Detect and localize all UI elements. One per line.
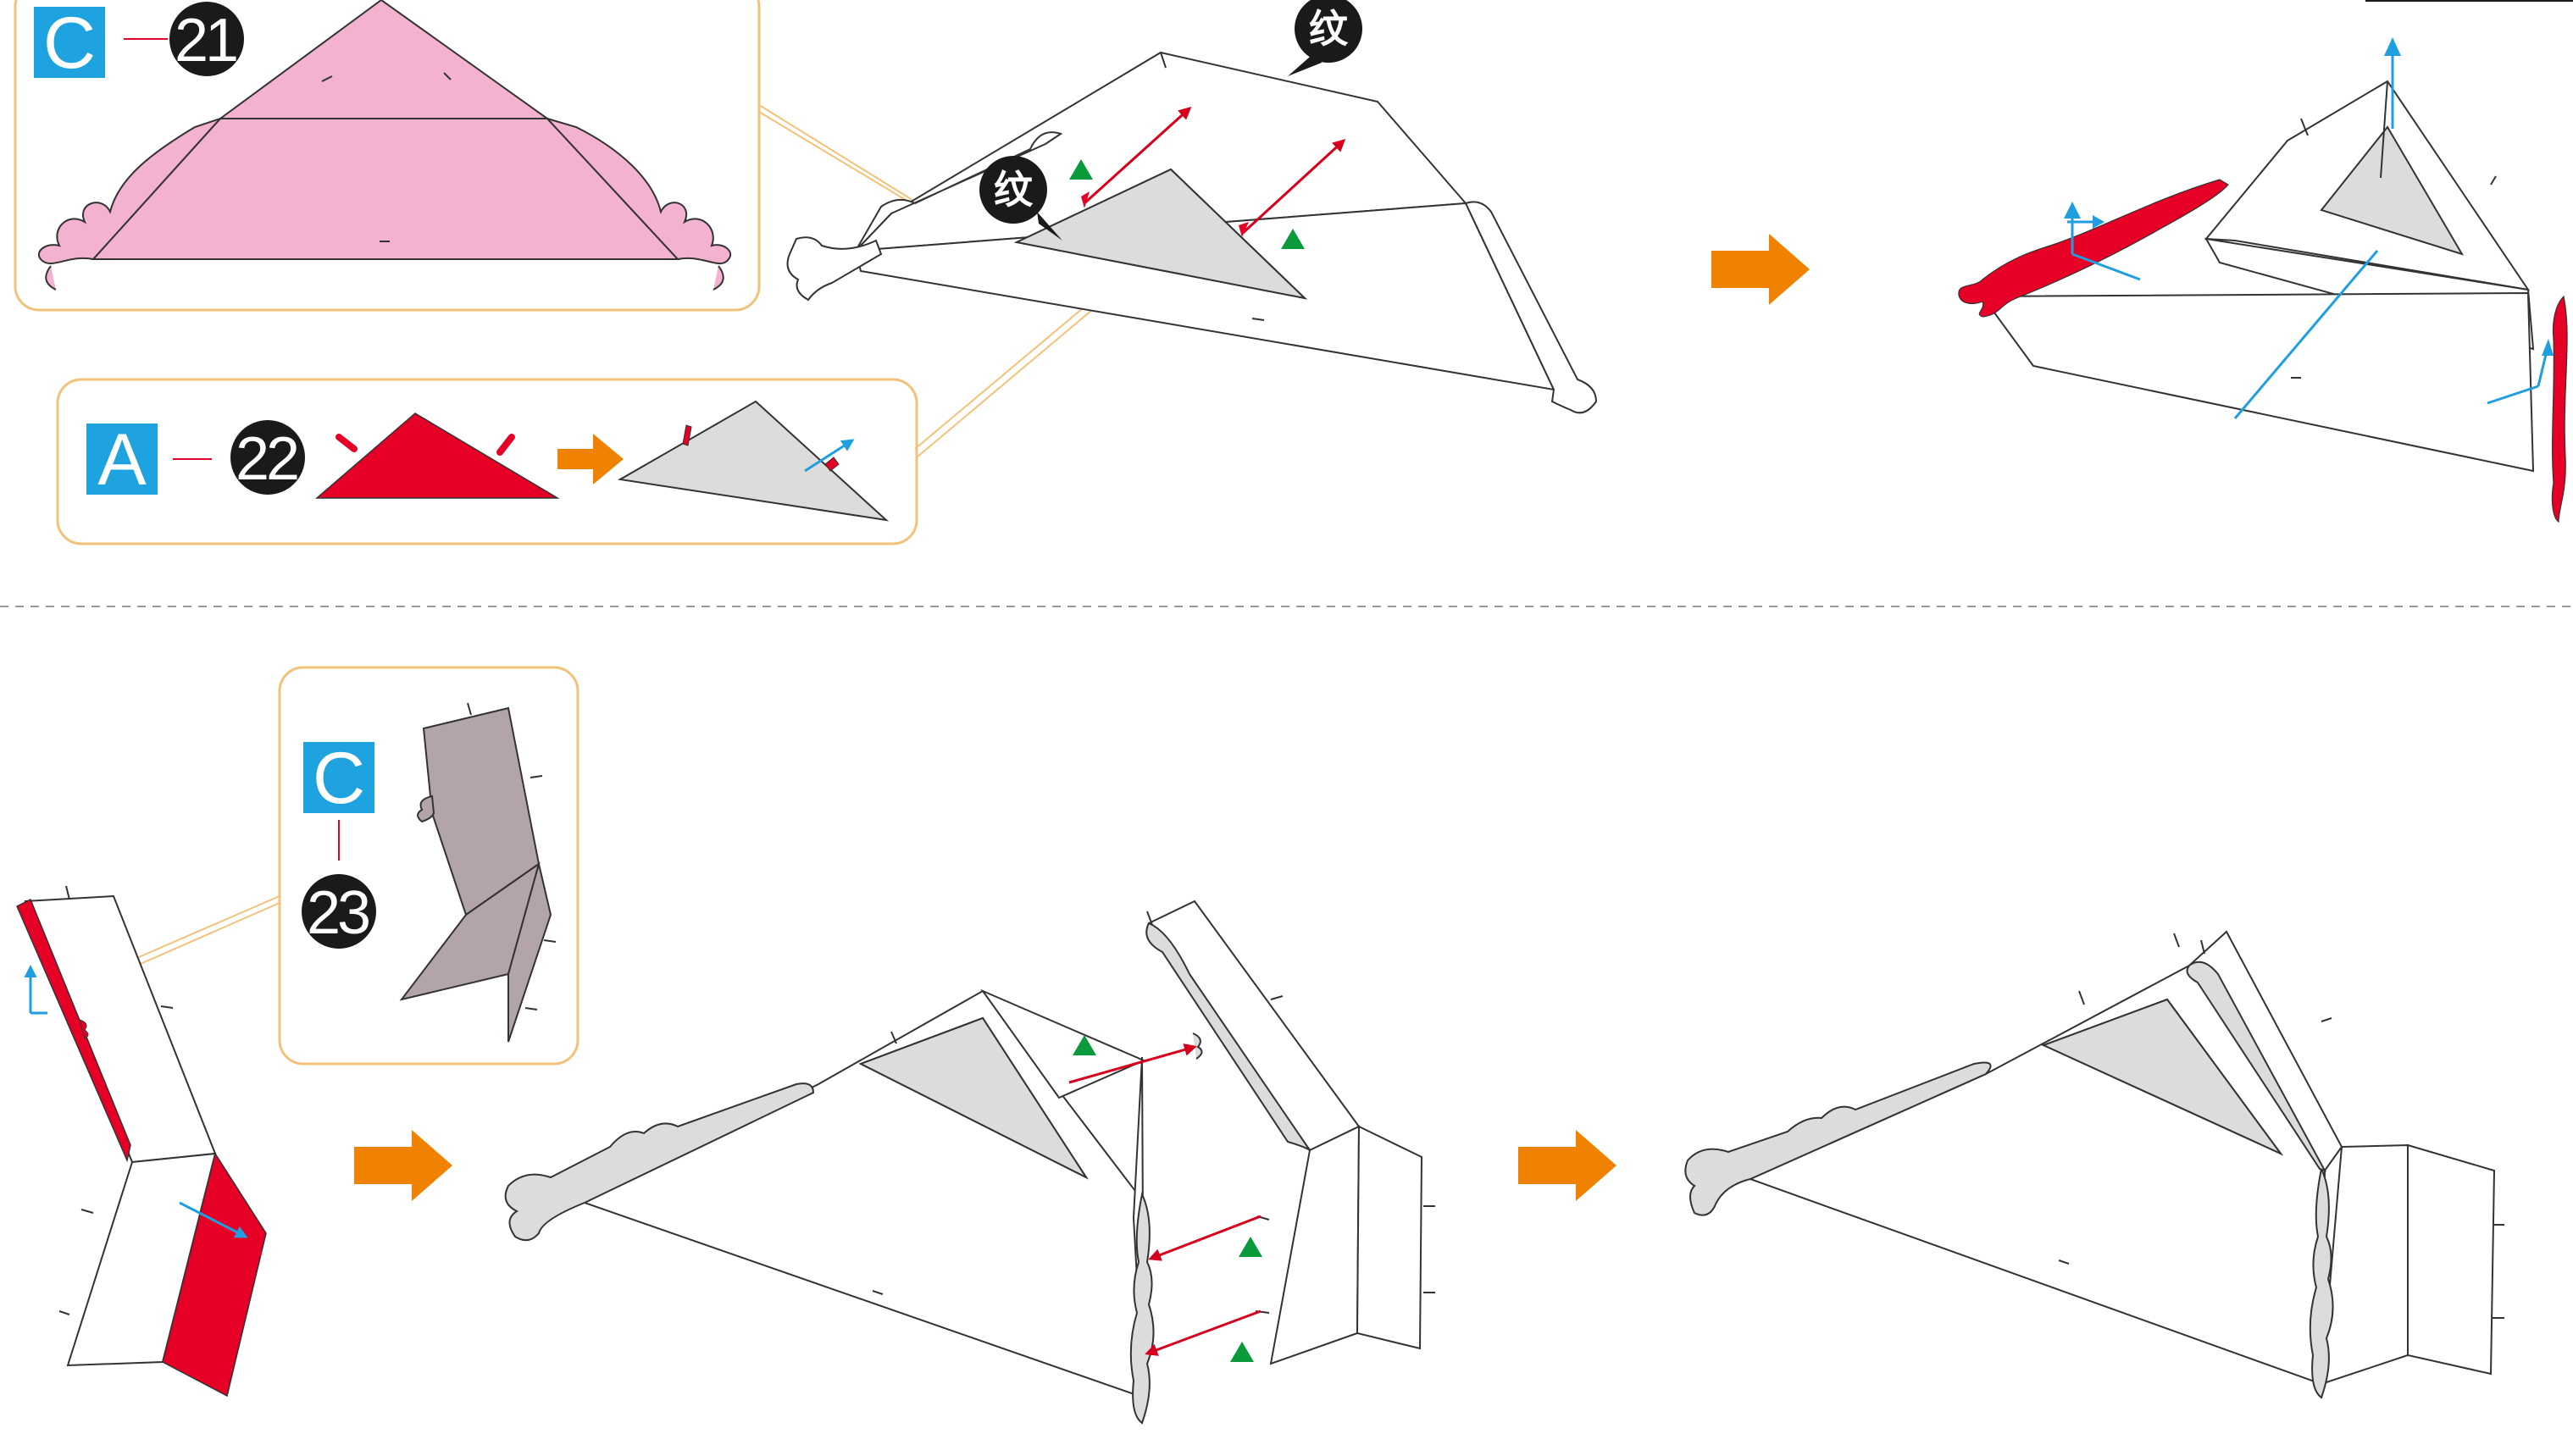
- svg-text:A: A: [97, 419, 147, 501]
- step-number-badge-23: 23: [302, 874, 376, 949]
- match-marker-triangle: [1069, 159, 1305, 249]
- svg-text:C: C: [313, 738, 365, 819]
- insertion-arrows-bottom: [1068, 1044, 1262, 1356]
- svg-text:21: 21: [175, 7, 236, 75]
- step-number-badge-21: 21: [169, 2, 244, 76]
- svg-text:C: C: [43, 3, 96, 84]
- bracket-with-red-panels: [16, 885, 267, 1398]
- roof-frame-assembly-exploded: [504, 900, 1435, 1425]
- match-marker-triangle: [1073, 1035, 1262, 1362]
- orange-arrow: [354, 1130, 452, 1201]
- part-badge-a: A: [86, 419, 158, 501]
- part-badge-c: C: [34, 3, 105, 84]
- svg-text:23: 23: [307, 879, 369, 947]
- pattern-callout-wen-1: 纹: [979, 156, 1062, 241]
- callout-panel-step-22: A 22: [56, 378, 918, 545]
- inner-gray-triangle-bottom: [858, 1016, 1089, 1180]
- svg-text:纹: 纹: [994, 167, 1034, 213]
- orange-arrow: [557, 434, 624, 484]
- triangle-part-gray-inserted: [618, 400, 890, 522]
- roof-frame-assembled-bottom: [1684, 930, 2504, 1399]
- inner-gray-triangle-final: [2041, 998, 2284, 1156]
- callout-panel-step-21: C 21: [14, 0, 761, 312]
- part-badge-c: C: [303, 738, 374, 819]
- svg-text:纹: 纹: [1309, 6, 1349, 52]
- callout-panel-step-23: C 23: [278, 666, 579, 1066]
- corner-bracket-part-mauve: [399, 702, 557, 1043]
- svg-text:22: 22: [236, 425, 297, 493]
- insertion-arrows-top: [1081, 106, 1346, 237]
- step-number-badge-22: 22: [230, 420, 305, 495]
- inner-gray-triangle-top: [1013, 168, 1308, 300]
- triangle-part-red: [314, 412, 560, 499]
- roof-panel-pink: [38, 0, 731, 291]
- pattern-callout-wen-2: 纹: [1288, 0, 1362, 76]
- orange-arrow: [1711, 234, 1810, 305]
- callout-leader-lines: [126, 895, 280, 970]
- orange-arrow: [1518, 1130, 1616, 1201]
- roof-frame-assembled-top-right: [1958, 0, 2573, 523]
